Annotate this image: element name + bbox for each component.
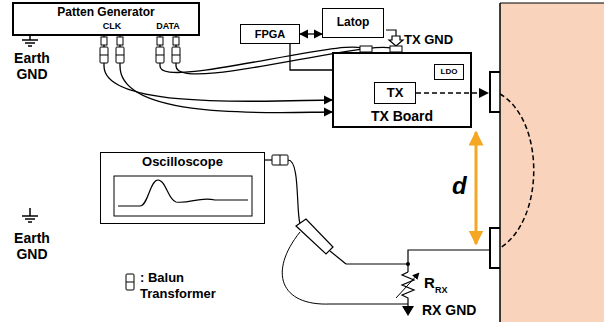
ground-symbol — [22, 36, 38, 46]
chip-box: TX — [374, 82, 416, 104]
balun-transformer — [272, 155, 288, 165]
node-label: Latop — [337, 16, 370, 30]
process-box: FPGA — [240, 24, 300, 44]
ground-clip-wire — [282, 232, 408, 304]
rx-electrode — [490, 228, 500, 268]
node-label: Patten Generator — [57, 6, 154, 20]
cable-connector — [160, 36, 366, 72]
board-box: TX Board TX LDO — [332, 52, 472, 128]
text-label: RX GND — [422, 302, 476, 318]
text-label: TX GND — [404, 33, 453, 48]
probe-body — [296, 219, 333, 254]
waveform — [118, 180, 248, 206]
ground-symbol — [386, 30, 403, 46]
text-label: DATA — [156, 21, 180, 31]
distance-arrow — [475, 132, 478, 244]
skin-top — [500, 3, 604, 4]
text-label: CLK — [103, 21, 122, 31]
text-label: Earth GND — [4, 50, 60, 82]
text-label: RX — [435, 285, 448, 295]
scope-screen — [114, 176, 252, 216]
cable-connector — [120, 36, 332, 113]
balun-transformer — [100, 47, 180, 63]
node-label: Oscilloscope — [142, 155, 223, 170]
node-label: FPGA — [255, 28, 286, 41]
ground-symbol — [402, 306, 414, 316]
scope-cable — [265, 159, 272, 160]
skin-surface — [499, 3, 501, 322]
probe-wire — [346, 264, 408, 265]
scope-cable — [288, 160, 300, 224]
node-label: LDO — [441, 67, 458, 76]
skin-tissue — [500, 3, 604, 322]
computer-box: Latop — [322, 8, 384, 38]
bnc-connector — [101, 37, 179, 45]
chip-box: LDO — [434, 64, 464, 80]
node-label: TX Board — [371, 108, 433, 124]
probe-tip — [330, 251, 346, 264]
node-label: TX — [387, 86, 404, 101]
instrument-box: Oscilloscope — [100, 152, 265, 224]
tx-signal-line — [416, 92, 488, 94]
text-label: Earth GND — [4, 230, 60, 262]
body-channel-path — [500, 94, 534, 248]
tx-electrode — [490, 72, 500, 112]
ground-symbol — [22, 208, 38, 222]
cable-connector — [176, 36, 396, 74]
cable-connector — [300, 33, 322, 34]
text-label: d — [452, 172, 467, 200]
legend-balun-symbol — [126, 274, 134, 290]
cable-connector — [290, 44, 332, 70]
legend-text: : Balun Transformer — [140, 270, 240, 302]
text-label: R — [424, 274, 435, 291]
variable-arrow — [396, 273, 419, 298]
rx-lead — [408, 250, 490, 272]
